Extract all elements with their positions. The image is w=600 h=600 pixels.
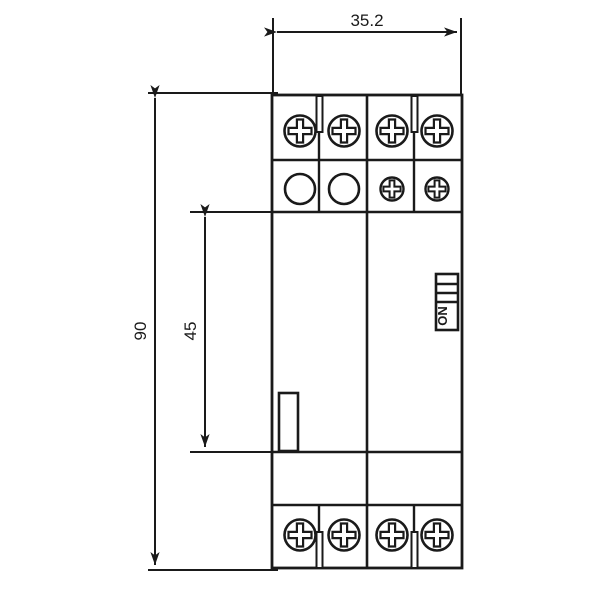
screw-top-1 — [283, 114, 317, 148]
device-body — [270, 93, 464, 570]
terminal-second-row — [283, 172, 450, 206]
screw-bottom-1 — [283, 518, 317, 552]
screw-top-4 — [420, 114, 454, 148]
wire-slot-top-1 — [315, 95, 324, 133]
dim-label-height-45: 45 — [181, 322, 200, 341]
terminal-hole-2 — [327, 172, 361, 206]
din-clip-tab — [277, 391, 300, 453]
wire-slot-bottom-2 — [410, 531, 419, 569]
dim-label-width: 35.2 — [350, 11, 383, 30]
switch-on-label: ON — [435, 306, 450, 326]
screw-bottom-3 — [375, 518, 409, 552]
din-rail-clip — [277, 391, 300, 453]
wire-slot-top-2 — [410, 95, 419, 133]
screw-top-2 — [327, 114, 361, 148]
wire-slot-bottom-1 — [315, 531, 324, 569]
terminal-hole-1 — [283, 172, 317, 206]
screw-top-3 — [375, 114, 409, 148]
on-switch-indicator[interactable]: ON — [434, 272, 460, 332]
dimension-width-352: 35.2 — [264, 11, 462, 96]
dimension-height-90: 90 — [131, 85, 278, 571]
screw-second-1 — [379, 176, 405, 202]
screw-second-2 — [424, 176, 450, 202]
dim-label-height-90: 90 — [131, 322, 150, 341]
screw-bottom-4 — [420, 518, 454, 552]
screw-bottom-2 — [327, 518, 361, 552]
